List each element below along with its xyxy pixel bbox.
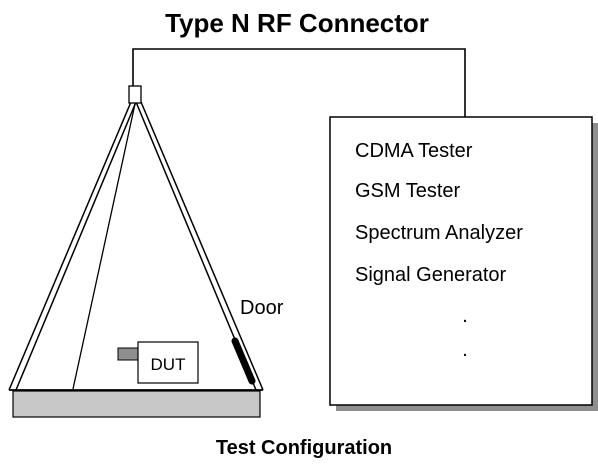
diagram-caption: Test Configuration	[216, 437, 392, 459]
dut-antenna	[117, 347, 140, 361]
equipment-item: CDMA Tester	[355, 140, 473, 162]
equipment-item: Spectrum Analyzer	[355, 222, 523, 244]
door-label: Door	[240, 297, 284, 319]
diagram-title: Type N RF Connector	[165, 8, 429, 38]
chamber-left-wall	[8, 101, 137, 391]
dut-box	[137, 341, 199, 384]
equipment-item: Signal Generator	[355, 264, 507, 286]
continuation-dot: .	[462, 339, 468, 361]
internal-cable	[72, 103, 136, 390]
equipment-item: GSM Tester	[355, 180, 461, 202]
rf-cable	[132, 48, 466, 117]
continuation-dot: .	[462, 305, 468, 327]
type-n-rf-connector	[128, 85, 142, 104]
chamber-base	[12, 390, 261, 418]
equipment-list: CDMA Tester GSM Tester Spectrum Analyzer…	[355, 140, 523, 286]
continuation-dots: . .	[462, 305, 468, 361]
equipment-box	[329, 116, 593, 406]
door-handle	[231, 337, 256, 385]
dut-label: DUT	[151, 355, 186, 374]
